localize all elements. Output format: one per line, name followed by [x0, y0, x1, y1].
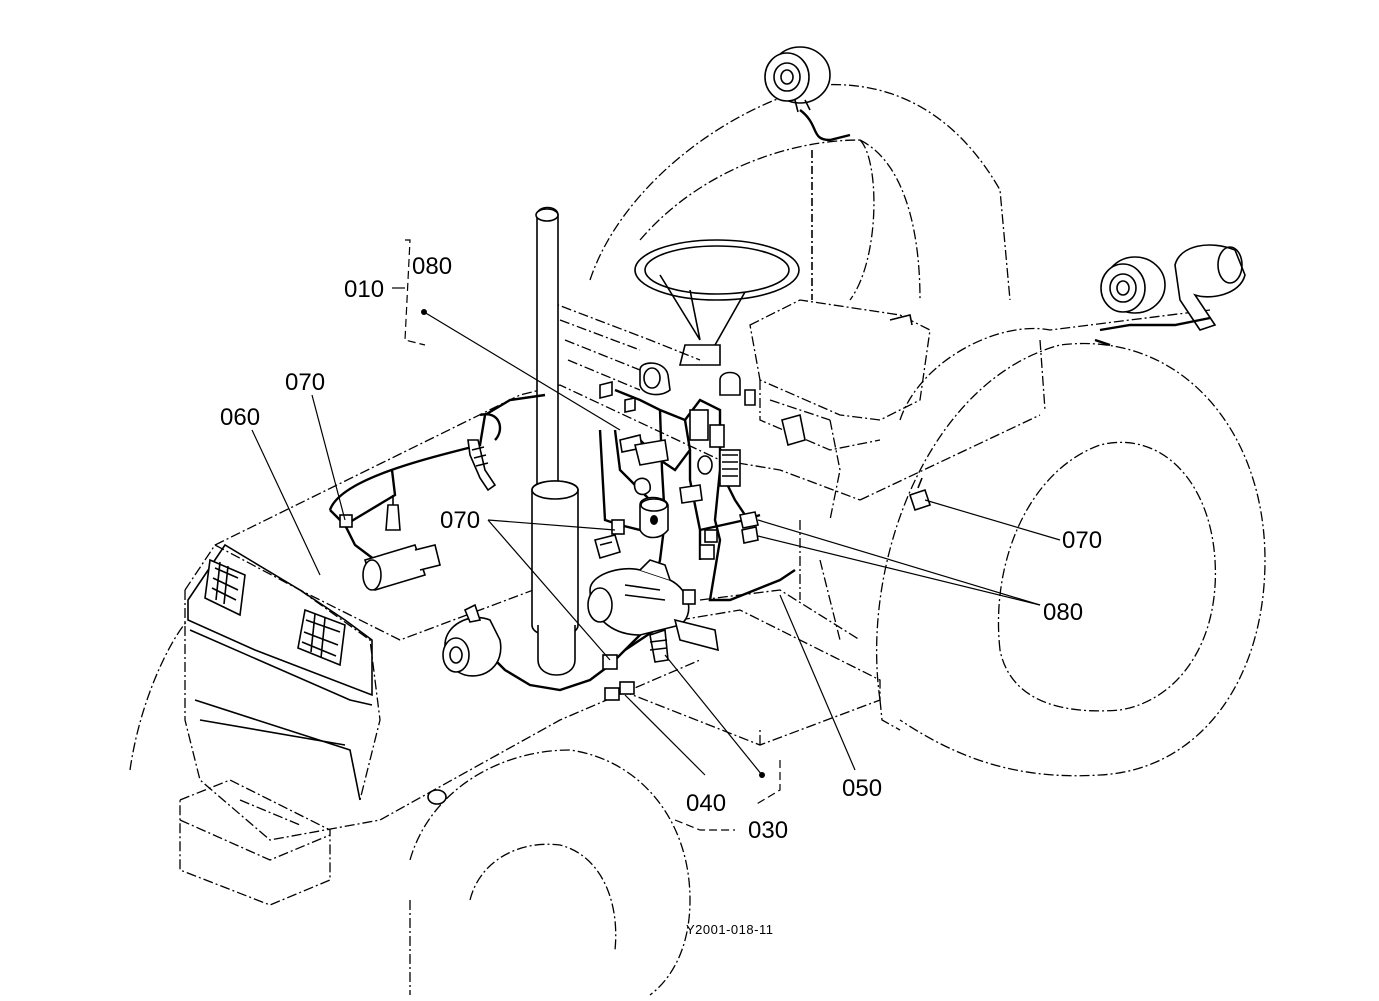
work-light-rear-2: [1174, 244, 1246, 331]
starter-motor: [587, 559, 696, 636]
headlight-left: [204, 558, 246, 617]
horn: [362, 544, 441, 591]
work-light-rear-1: [1100, 256, 1166, 314]
dash-panel: [599, 362, 806, 504]
rear-wheel: [876, 342, 1266, 777]
connector-070-center: [611, 519, 625, 535]
work-light-top: [764, 46, 851, 300]
callout-labels: 010 080 070 060 070 070 080 050 040 030 …: [220, 253, 1102, 937]
callout-060: 060: [220, 404, 260, 431]
connector-070-lower: [602, 654, 618, 670]
components: [339, 314, 932, 805]
figure-code: Y2001-018-11: [686, 922, 773, 937]
callout-070-right: 070: [1062, 527, 1102, 554]
callout-080-top: 080: [412, 253, 452, 280]
leader-lines: [251, 239, 1061, 831]
seat: [749, 139, 931, 451]
rear-light-wire: [1094, 316, 1211, 347]
alternator: [442, 603, 502, 677]
exhaust-muffler: [531, 206, 579, 676]
callout-070-mid: 070: [440, 507, 480, 534]
callout-050: 050: [842, 775, 882, 802]
callout-080-right: 080: [1043, 599, 1083, 626]
connector-040: [604, 681, 635, 701]
headlight-right: [297, 608, 346, 667]
steering-wheel: [634, 239, 800, 366]
connector-070-right: [908, 477, 932, 512]
callout-040: 040: [686, 790, 726, 817]
glow-plug: [467, 439, 497, 492]
connector-080-b: [741, 526, 759, 544]
clutch-bracket: [673, 618, 719, 652]
connector-070-left: [339, 514, 353, 528]
callout-070-left: 070: [285, 369, 325, 396]
safety-switch: [649, 628, 669, 663]
connector-080-a: [739, 511, 759, 529]
callout-030: 030: [748, 817, 788, 844]
relay-1: [699, 544, 715, 560]
callout-010: 010: [344, 276, 384, 303]
relay-2: [704, 529, 718, 543]
seat-switch: [889, 314, 913, 326]
fuel-sensor: [639, 496, 669, 539]
front-axle-pivot: [427, 789, 447, 805]
hood-sensor: [385, 495, 401, 531]
oil-pressure-switch: [594, 534, 621, 560]
